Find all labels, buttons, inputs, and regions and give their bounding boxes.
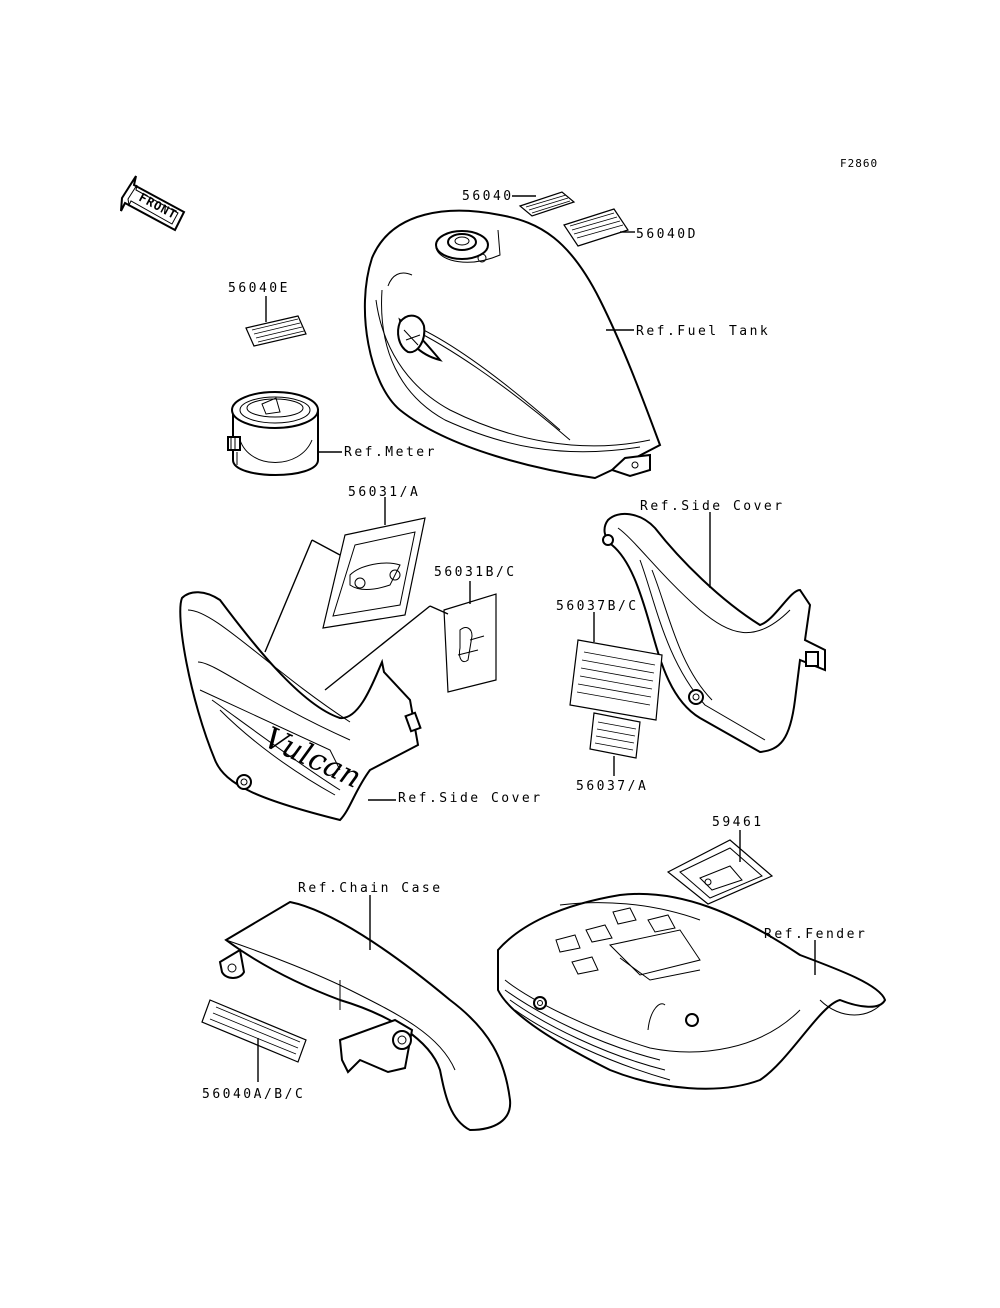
meter: [227, 391, 319, 476]
decal-56040abc: [201, 999, 307, 1063]
front-arrow-icon: FRONT: [120, 175, 186, 232]
decal-59461: [666, 839, 774, 905]
callout-56040e: 56040E: [228, 281, 290, 296]
callout-side-cover-left: Ref.Side Cover: [398, 791, 543, 806]
decal-56037bc: [569, 639, 663, 721]
decal-56031bc: [443, 593, 497, 693]
callout-56031bc: 56031B/C: [434, 565, 517, 580]
decal-56031a: [322, 517, 426, 629]
decal-56040d: [563, 208, 629, 247]
chain-case: [218, 900, 512, 1132]
callout-chain-case: Ref.Chain Case: [298, 881, 443, 896]
callout-meter: Ref.Meter: [344, 445, 437, 460]
callout-56037a: 56037/A: [576, 779, 648, 794]
decal-56040: [518, 191, 576, 217]
callout-fender: Ref.Fender: [764, 927, 867, 942]
callout-side-cover-right: Ref.Side Cover: [640, 499, 785, 514]
fuel-tank: [363, 209, 662, 480]
callout-56040abc: 56040A/B/C: [202, 1087, 305, 1102]
side-cover-right: [602, 512, 826, 754]
fender: [497, 892, 887, 1090]
callout-fuel-tank: Ref.Fuel Tank: [636, 324, 770, 339]
callout-56040: 56040: [462, 189, 514, 204]
decal-56040e: [245, 315, 307, 347]
callout-56037bc: 56037B/C: [556, 599, 639, 614]
figure-code: F2860: [840, 157, 878, 170]
decal-56037a: [589, 712, 641, 759]
side-cover-left: Vulcan: [179, 591, 422, 822]
callout-59461: 59461: [712, 815, 764, 830]
callout-56031a: 56031/A: [348, 485, 420, 500]
callout-56040d: 56040D: [636, 227, 698, 242]
